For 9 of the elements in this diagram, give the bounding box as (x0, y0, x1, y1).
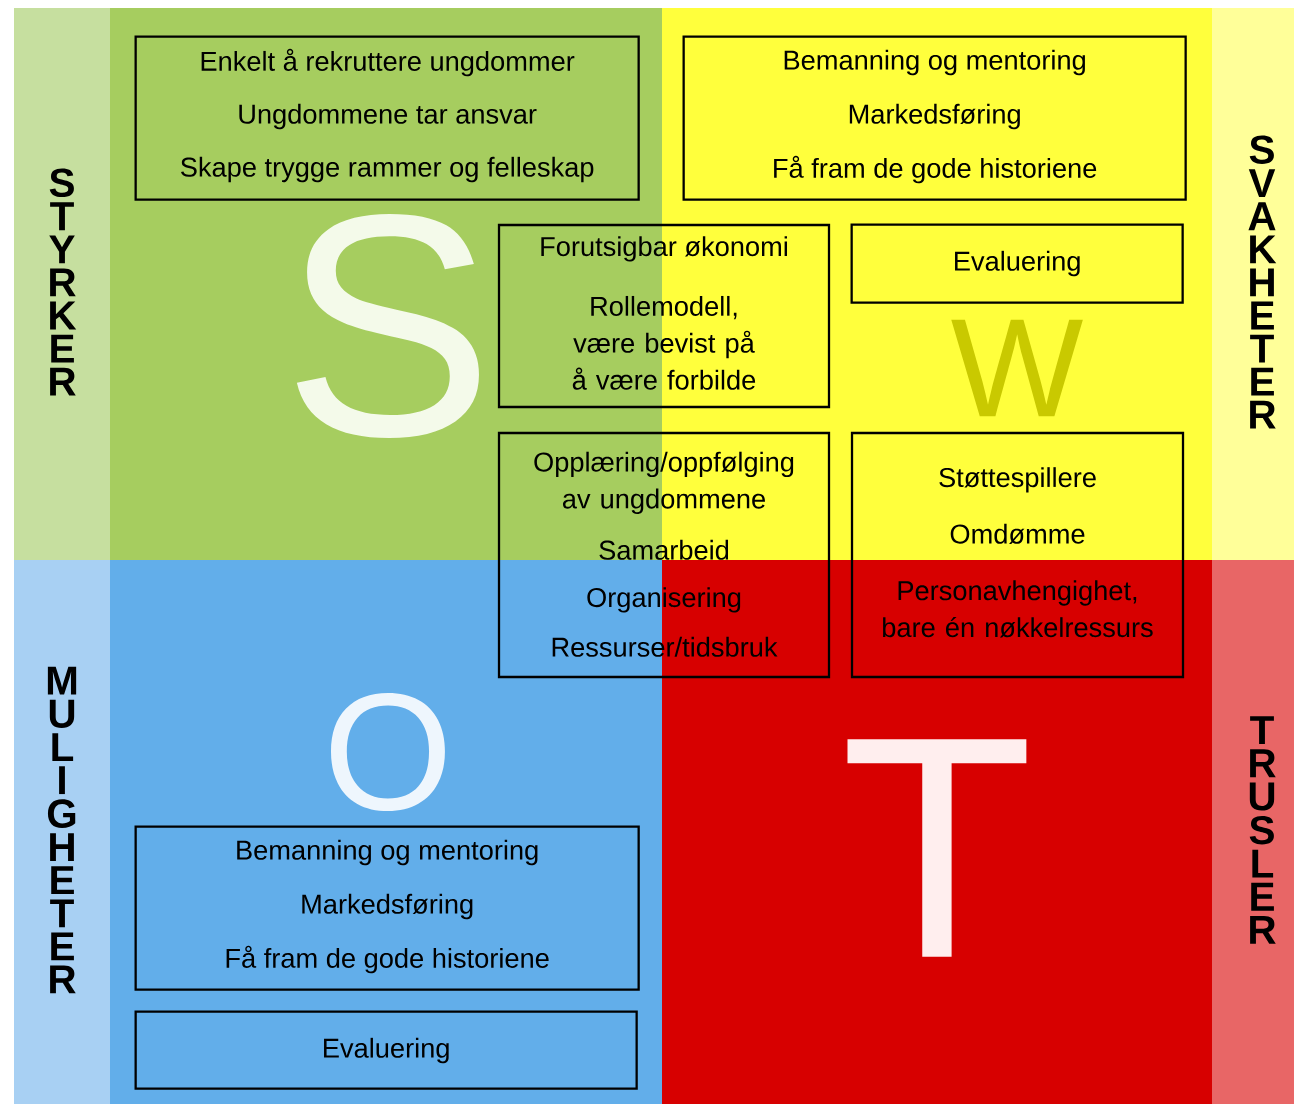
side-label: TRUSLER (1249, 716, 1276, 944)
text-box: Enkelt å rekruttere ungdommer Ungdommene tar ansvar Skape trygge rammer og felleskap (134, 35, 640, 201)
text-box: Evaluering (134, 1010, 638, 1090)
side-label: SVAKHETER (1248, 135, 1277, 429)
big-letter: O (331, 692, 445, 812)
big-letter: S (296, 214, 479, 438)
text-box: Bemanning og mentoring Markedsføring Få fram de gode historiene (134, 825, 640, 991)
side-label: MULIGHETER (47, 666, 77, 994)
side-label: STYRKER (49, 168, 77, 396)
